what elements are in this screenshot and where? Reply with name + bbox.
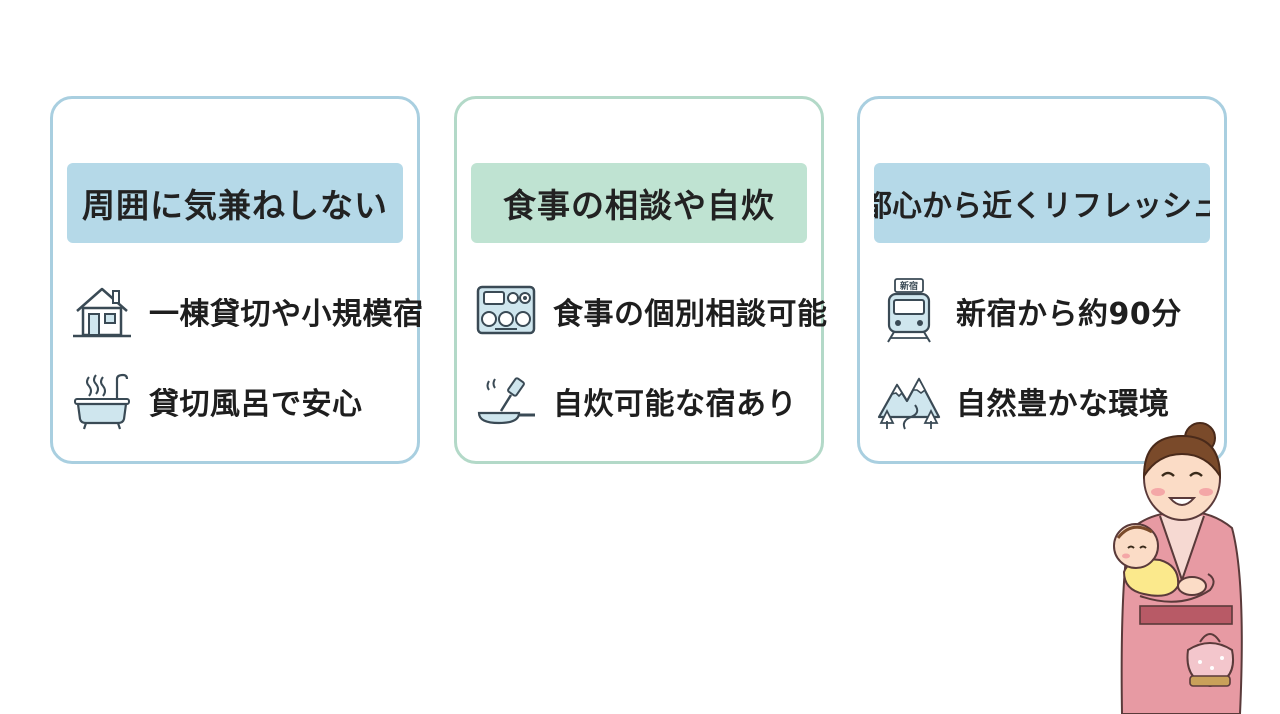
bathtub-icon xyxy=(69,369,135,433)
mountains-icon xyxy=(876,369,942,433)
list-item: 自炊可能な宿あり xyxy=(473,369,815,433)
item-label: 貸切風呂で安心 xyxy=(149,387,363,422)
item-label: 自然豊かな環境 xyxy=(956,387,1170,422)
list-item: 自然豊かな環境 xyxy=(876,369,1218,433)
meal-tray-icon xyxy=(473,279,539,343)
station-sign: 新宿 xyxy=(900,280,918,292)
item-label: 食事の個別相談可能 xyxy=(553,297,828,332)
card-title: 都心から近くリフレッシュ xyxy=(874,163,1210,243)
item-label: 自炊可能な宿あり xyxy=(553,387,797,422)
list-item: 新宿 新宿から約90分 xyxy=(876,278,1218,343)
train-icon: 新宿 xyxy=(876,278,942,343)
item-label: 一棟貸切や小規模宿 xyxy=(149,297,424,332)
item-label: 新宿から約90分 xyxy=(956,297,1182,332)
card-meals: 食事の相談や自炊 食事の個別相談可能 xyxy=(454,96,827,464)
card-refresh: 都心から近くリフレッシュ 新宿 新宿から約90分 xyxy=(857,96,1227,464)
mother-with-baby-illustration xyxy=(1100,410,1280,714)
list-item: 一棟貸切や小規模宿 xyxy=(69,279,423,343)
card-title: 周囲に気兼ねしない xyxy=(67,163,403,243)
list-item: 食事の個別相談可能 xyxy=(473,279,827,343)
list-item: 貸切風呂で安心 xyxy=(69,369,411,433)
card-privacy: 周囲に気兼ねしない 一棟貸切や小規模宿 xyxy=(50,96,423,464)
house-icon xyxy=(69,279,135,343)
frying-pan-icon xyxy=(473,369,539,433)
card-title: 食事の相談や自炊 xyxy=(471,163,807,243)
